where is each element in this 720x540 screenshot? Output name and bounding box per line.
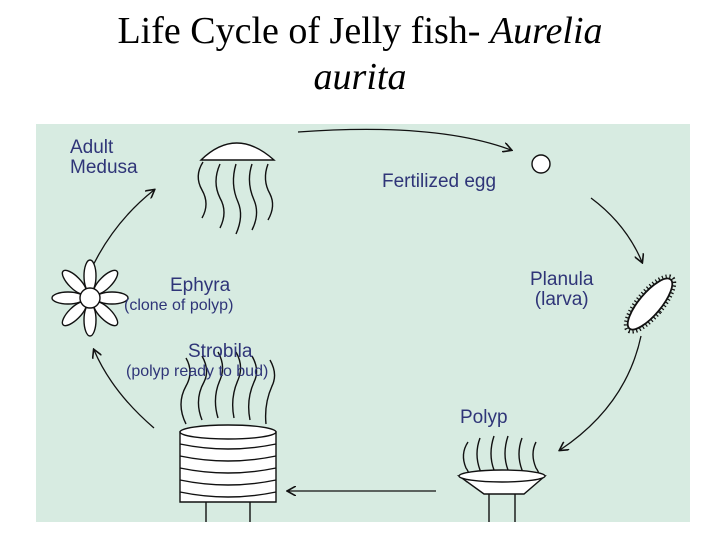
label-planula: Planula (larva) [530, 270, 593, 310]
label-ephyra: Ephyra (clone of polyp) [124, 276, 233, 316]
title-species: aurita [313, 56, 407, 98]
label-planula-line1: Planula [530, 269, 594, 290]
label-fertilized-egg: Fertilized egg [382, 171, 497, 192]
arrow-strobila-to-ephyra [94, 350, 155, 429]
label-adult-line2: Medusa [70, 157, 138, 178]
label-ephyra-line1: Ephyra [170, 275, 231, 296]
polyp-illustration [456, 435, 547, 522]
label-adult-medusa: Adult Medusa [70, 138, 138, 178]
label-strobila: Strobila (polyp ready to bud) [126, 342, 268, 382]
title-genus: Aurelia [489, 10, 603, 52]
label-adult-line1: Adult [70, 137, 114, 158]
label-polyp: Polyp [460, 407, 508, 428]
slide-title: Life Cycle of Jelly fish- Aurelia aurita [0, 8, 720, 100]
label-strobila-line2: (polyp ready to bud) [126, 363, 269, 380]
ephyra-illustration [51, 259, 129, 337]
life-cycle-diagram: Adult Medusa Fertilized egg Planula (lar… [36, 124, 690, 522]
planula-illustration [623, 274, 677, 334]
label-strobila-line1: Strobila [188, 341, 253, 362]
title-line-1: Life Cycle of Jelly fish- Aurelia [0, 8, 720, 54]
arrow-ephyra-to-medusa [87, 190, 154, 277]
arrow-egg-to-planula [590, 197, 642, 262]
arrow-planula-to-polyp [560, 335, 642, 450]
strobila-illustration [179, 351, 277, 522]
title-plain: Life Cycle of Jelly fish- [117, 10, 490, 52]
egg-illustration [531, 154, 551, 174]
label-ephyra-line2: (clone of polyp) [124, 297, 234, 314]
arrow-medusa-to-egg [297, 128, 511, 150]
label-planula-line2: (larva) [534, 289, 589, 310]
diagram-drawing [51, 128, 677, 522]
medusa-illustration [197, 142, 276, 235]
